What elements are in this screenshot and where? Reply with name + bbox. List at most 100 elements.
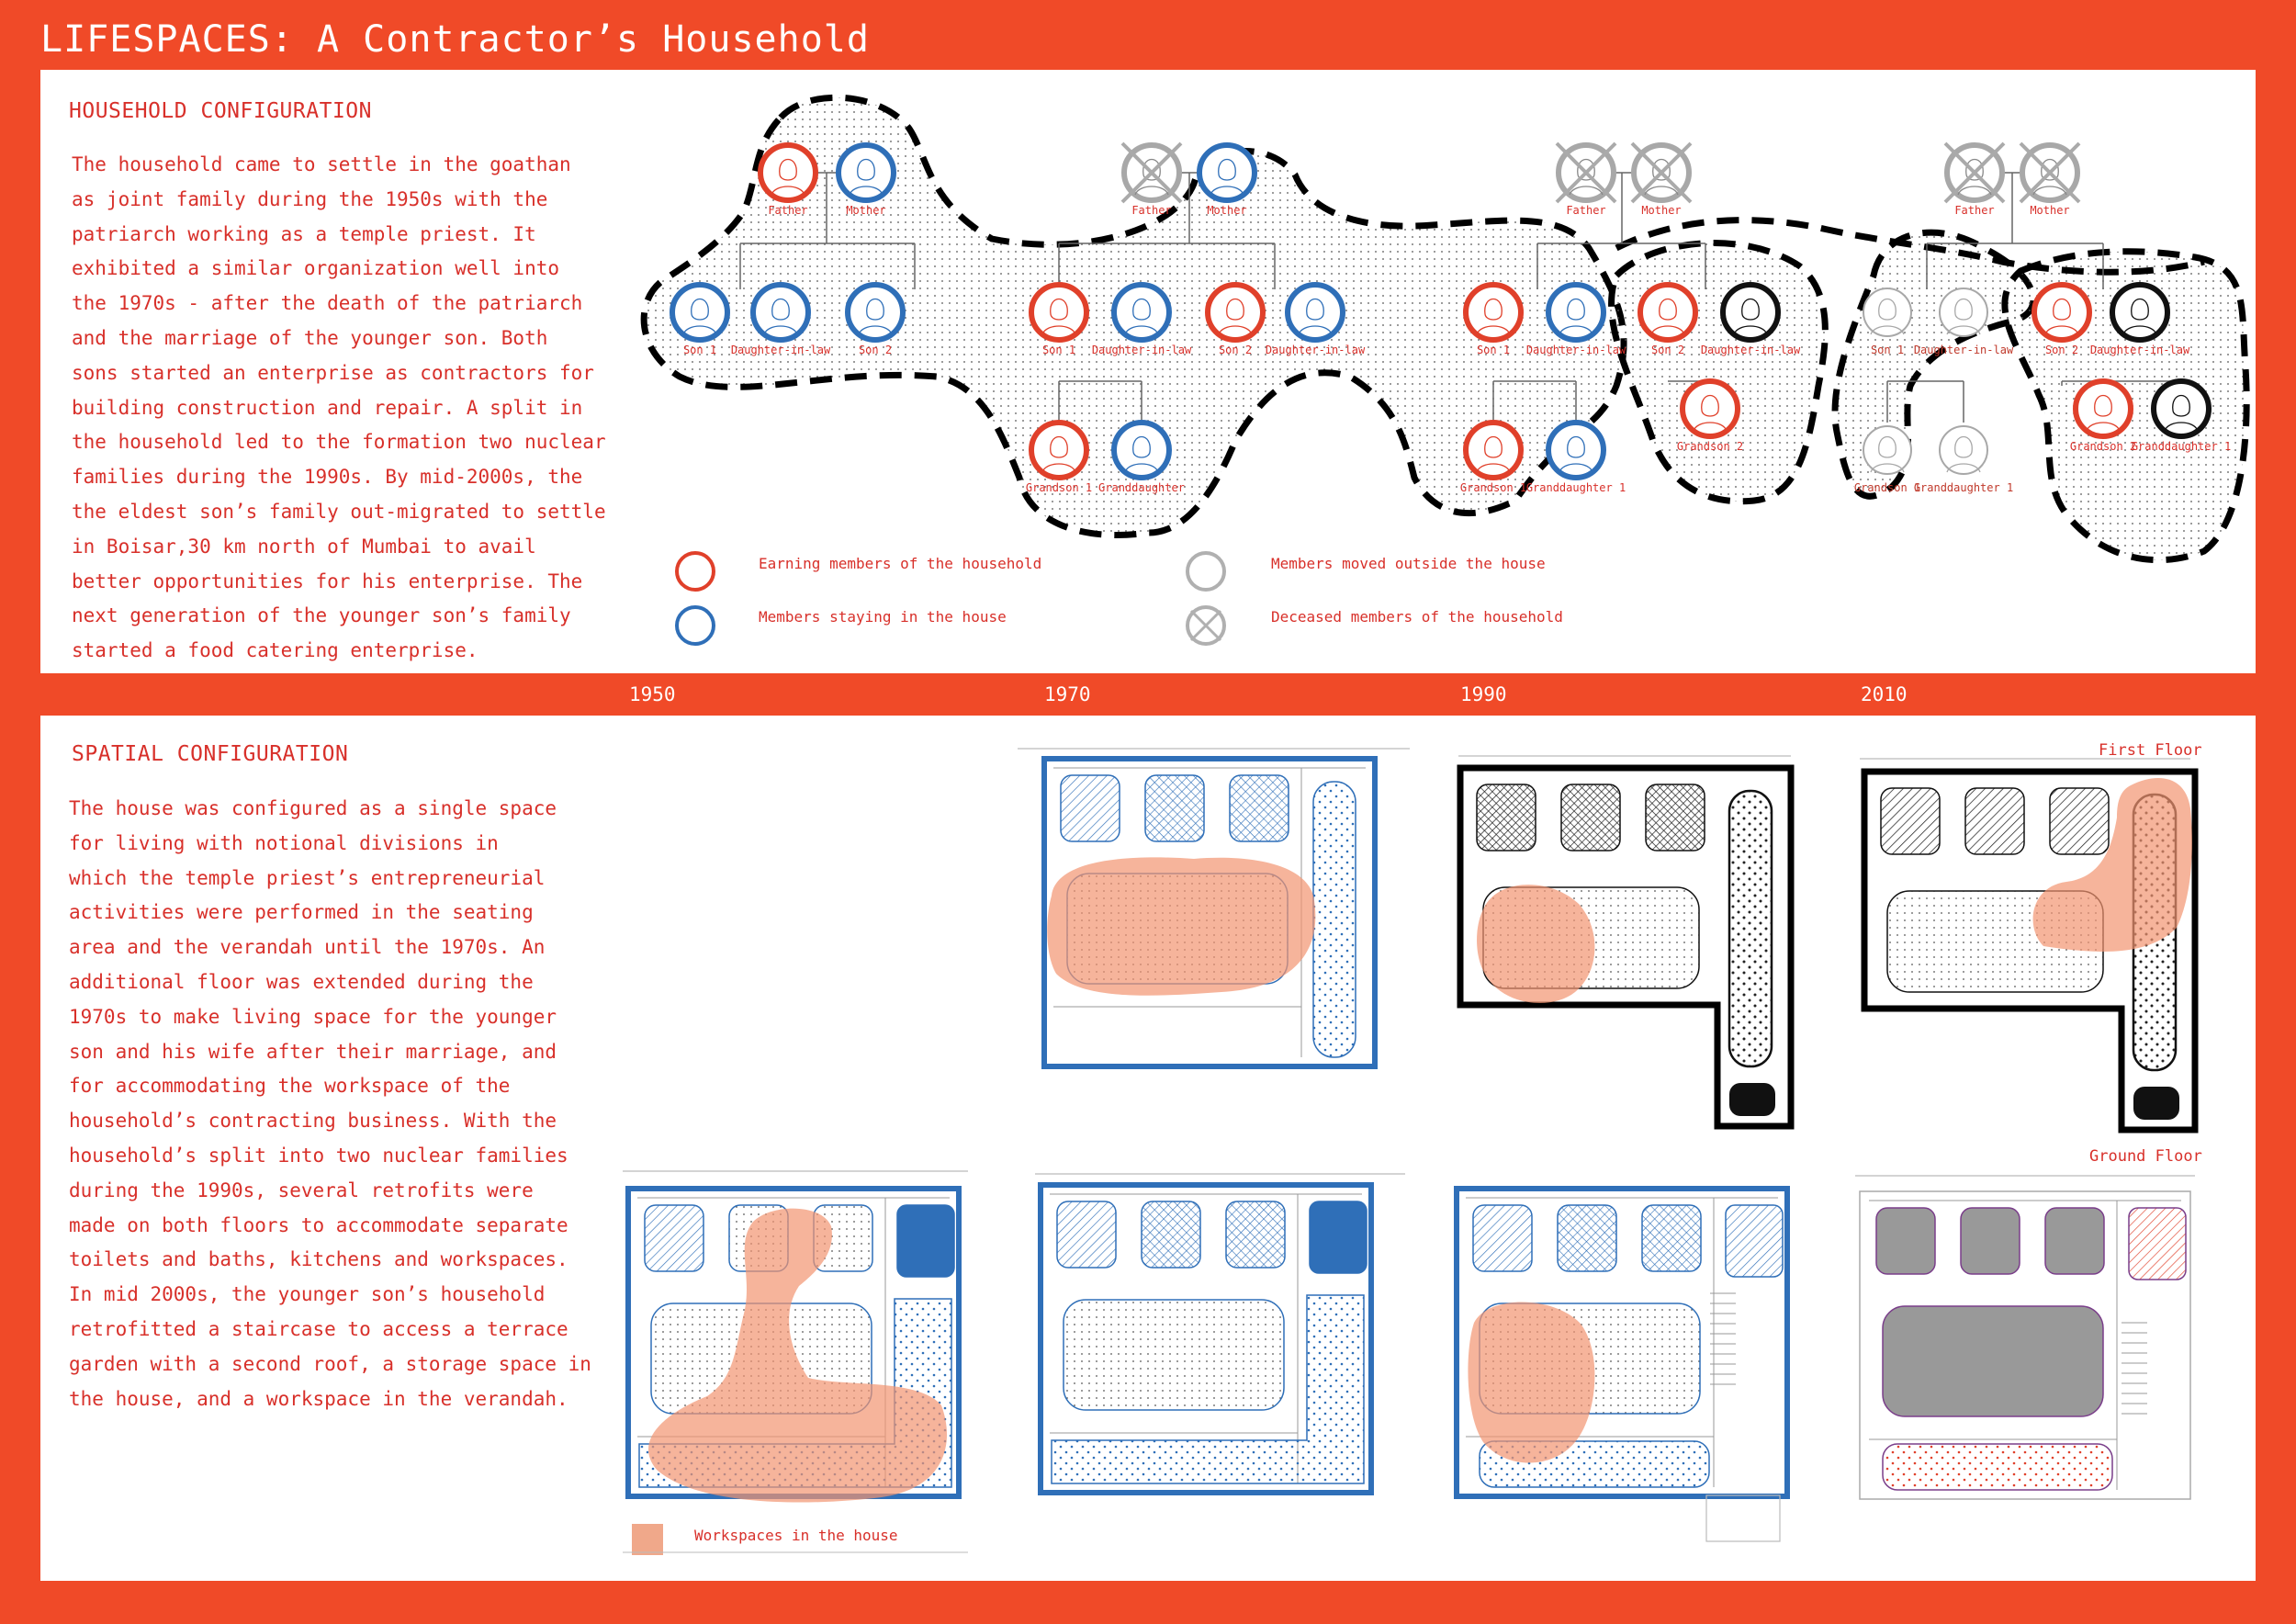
person-granddaughter xyxy=(1111,420,1172,480)
person-dil xyxy=(2110,282,2170,343)
plan-1970-ground-floor xyxy=(1038,1182,1374,1495)
year-1950: 1950 xyxy=(629,683,676,705)
spatial-text-line: the house, and a workspace in the verand… xyxy=(69,1387,568,1410)
household-text-line: as joint family during the 1950s with th… xyxy=(72,187,548,210)
person-label-grandson2: Grandson 2 xyxy=(1676,440,1744,453)
person-label-son2: Son 2 xyxy=(1218,344,1253,356)
person-label-son1: Son 1 xyxy=(1476,344,1511,356)
person-label-dil: Daughter-in-law xyxy=(1265,344,1366,356)
year-2010: 2010 xyxy=(1861,683,1908,705)
person-label-son2: Son 2 xyxy=(858,344,893,356)
entry-step-1990 xyxy=(1705,1494,1781,1542)
spatial-text-line: 1970s to make living space for the young… xyxy=(69,1005,557,1028)
family-tree-lines xyxy=(739,172,2182,423)
workspace-1970-first xyxy=(1047,857,1316,996)
person-dil xyxy=(1939,288,1988,337)
person-father xyxy=(1943,141,2006,204)
person-mother xyxy=(2019,141,2081,204)
plan-2010-ground-floor xyxy=(1859,1190,2191,1500)
first-floor-label: First Floor xyxy=(2099,741,2202,760)
household-legend xyxy=(675,551,1226,646)
person-father xyxy=(758,142,818,203)
spatial-text-line: during the 1990s, several retrofits were xyxy=(69,1179,534,1201)
person-dil xyxy=(1720,282,1781,343)
person-mother xyxy=(836,142,896,203)
person-label-mother: Mother xyxy=(846,204,886,217)
workspace-1990-first xyxy=(1477,885,1595,1003)
ground-floor-label: Ground Floor xyxy=(2089,1147,2202,1166)
legend-workspace-swatch xyxy=(632,1524,663,1555)
legend-earning-circle xyxy=(675,551,715,592)
person-label-son2: Son 2 xyxy=(2044,344,2079,356)
legend-workspace-label: Workspaces in the house xyxy=(694,1527,898,1544)
legend-staying-circle xyxy=(675,605,715,646)
person-label-son2: Son 2 xyxy=(1650,344,1685,356)
household-text-line: the household led to the formation two n… xyxy=(72,431,606,454)
spatial-text-line: son and his wife after their marriage, a… xyxy=(69,1040,557,1063)
people-group xyxy=(670,141,2212,480)
legend-moved-circle xyxy=(1186,551,1226,592)
household-text-line: exhibited a similar organization well in… xyxy=(72,257,560,280)
year-1990: 1990 xyxy=(1460,683,1507,705)
person-label-son1: Son 1 xyxy=(1870,344,1905,356)
person-label-son1: Son 1 xyxy=(682,344,717,356)
staircase-1 xyxy=(2122,1322,2147,1415)
spatial-text-line: garden with a second roof, a storage spa… xyxy=(69,1352,591,1375)
person-label-dil: Daughter-in-law xyxy=(1091,344,1192,356)
household-text-line: the 1970s - after the death of the patri… xyxy=(72,292,583,315)
person-grandson1 xyxy=(1029,420,1089,480)
floor-plans xyxy=(623,748,2199,1542)
person-granddaughter1 xyxy=(2151,378,2212,439)
person-label-grandson2: Grandson 2 xyxy=(2069,440,2137,453)
person-label-grandson1: Grandson 1 xyxy=(1025,481,1093,494)
person-label-dil: Daughter-in-law xyxy=(2089,344,2190,356)
person-son1 xyxy=(1863,288,1912,337)
person-label-grandson1: Grandson 1 xyxy=(1459,481,1527,494)
person-dil xyxy=(1111,282,1172,343)
legend-earning-label: Earning members of the household xyxy=(759,555,1042,572)
person-label-dil: Daughter-in-law xyxy=(730,344,831,356)
household-text-line: families during the 1990s. By mid-2000s,… xyxy=(72,466,583,489)
person-dil xyxy=(1546,282,1606,343)
spatial-text-line: household’s split into two nuclear famil… xyxy=(69,1144,568,1167)
household-text-line: next generation of the younger son’s fam… xyxy=(72,604,571,627)
person-son2 xyxy=(845,282,906,343)
person-label-granddaughter: Granddaughter xyxy=(1098,481,1185,494)
person-label-son1: Son 1 xyxy=(1041,344,1076,356)
household-text-line: in Boisar,30 km north of Mumbai to avail xyxy=(72,535,536,558)
household-heading: HOUSEHOLD CONFIGURATION xyxy=(69,99,372,123)
person-granddaughter1 xyxy=(1546,420,1606,480)
spatial-paragraph: The house was configured as a single spa… xyxy=(69,792,591,1416)
spatial-text-line: The house was configured as a single spa… xyxy=(69,797,557,819)
household-text-line: patriarch working as a temple priest. It xyxy=(72,222,536,245)
staircase-0 xyxy=(1710,1292,1736,1385)
person-grandson2 xyxy=(2073,378,2133,439)
legend-deceased-icon xyxy=(1186,605,1226,646)
spatial-heading: SPATIAL CONFIGURATION xyxy=(72,742,349,766)
spatial-text-line: made on both floors to accommodate separ… xyxy=(69,1213,568,1236)
person-label-father: Father xyxy=(1954,204,1995,217)
person-label-mother: Mother xyxy=(1641,204,1682,217)
household-text-line: started a food catering enterprise. xyxy=(72,639,478,662)
blob-2010-connector xyxy=(1615,217,2205,276)
person-label-grandson1: Grandson 1 xyxy=(1853,481,1921,494)
household-text-line: The household came to settle in the goat… xyxy=(72,153,571,175)
household-text-line: sons started an enterprise as contractor… xyxy=(72,361,594,384)
person-grandson1 xyxy=(1863,425,1912,475)
person-label-granddaughter1: Granddaughter 1 xyxy=(1913,481,2014,494)
legend-staying-label: Members staying in the house xyxy=(759,608,1007,626)
year-1970: 1970 xyxy=(1044,683,1091,705)
legend-deceased-label: Deceased members of the household xyxy=(1271,608,1563,626)
spatial-text-line: In mid 2000s, the younger son’s househol… xyxy=(69,1283,546,1306)
person-son1 xyxy=(670,282,730,343)
person-mother xyxy=(1630,141,1693,204)
spatial-text-line: toilets and baths, kitchens and workspac… xyxy=(69,1248,568,1271)
household-text-line: better opportunities for his enterprise.… xyxy=(72,570,583,592)
spatial-text-line: additional floor was extended during the xyxy=(69,970,534,993)
person-label-dil: Daughter-in-law xyxy=(1525,344,1626,356)
person-label-dil: Daughter-in-law xyxy=(1700,344,1801,356)
person-granddaughter1 xyxy=(1939,425,1988,475)
person-label-dil: Daughter-in-law xyxy=(1913,344,2014,356)
person-label-father: Father xyxy=(768,204,808,217)
